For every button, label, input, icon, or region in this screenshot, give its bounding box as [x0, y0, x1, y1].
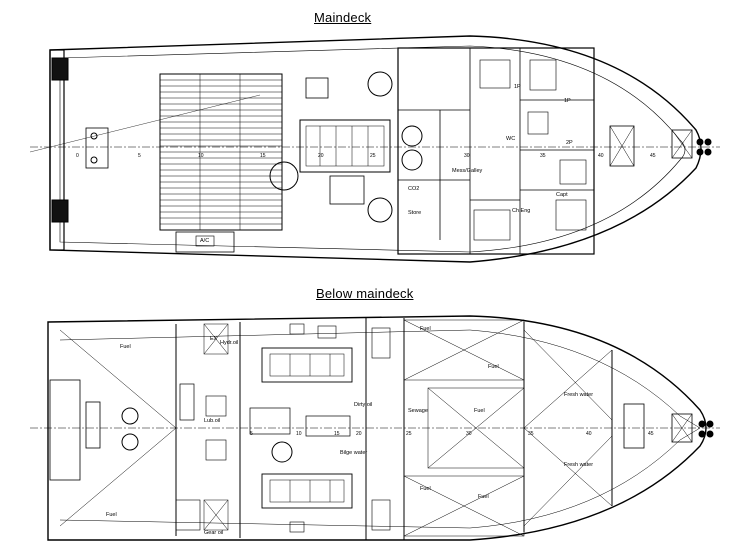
below-tick: 5 — [250, 431, 253, 437]
maindeck-label-chief-eng: Ch.Eng — [512, 208, 531, 214]
below-label-fuel: Fuel — [106, 512, 117, 518]
below-maindeck-title: Below maindeck — [316, 286, 414, 301]
below-label-fuel: Fuel — [478, 494, 489, 500]
maindeck-label-ac: A/C — [200, 238, 210, 244]
maindeck-tick: 40 — [598, 153, 604, 159]
maindeck-label-2p: 2P — [566, 140, 573, 146]
below-label-fuel: Fuel — [488, 364, 499, 370]
maindeck-tick: 35 — [540, 153, 546, 159]
below-label-fresh-water: Fresh water — [564, 392, 594, 398]
below-label-hydr-oil: Hydr.oil — [220, 340, 239, 346]
below-label-gear-oil: Gear oil — [204, 530, 224, 536]
maindeck-tick: 10 — [198, 153, 204, 159]
below-label-fuel: Fuel — [474, 408, 485, 414]
maindeck-tick: 25 — [370, 153, 376, 159]
maindeck-tick: 0 — [76, 153, 79, 159]
maindeck-label-1p-b: 1P — [564, 98, 571, 104]
below-label-fuel: Fuel — [120, 344, 131, 350]
below-tick: 35 — [528, 431, 534, 437]
below-label-fuel: Fuel — [420, 486, 431, 492]
maindeck-label-store: Store — [408, 210, 422, 216]
maindeck-label-wc: WC — [506, 136, 516, 142]
below-tick: 10 — [296, 431, 302, 437]
below-tick: 45 — [648, 431, 654, 437]
below-tick: 15 — [334, 431, 340, 437]
below-hull-outline — [47, 315, 707, 541]
maindeck-title: Maindeck — [314, 10, 372, 25]
maindeck-plan — [29, 35, 720, 263]
below-maindeck-plan — [30, 315, 720, 541]
below-tick: 30 — [466, 431, 472, 437]
maindeck-label-1p-a: 1P — [514, 84, 521, 90]
below-label-ex: EX — [210, 336, 218, 342]
below-label-fuel: Fuel — [420, 326, 431, 332]
maindeck-hull-outline — [49, 35, 702, 263]
maindeck-tick: 30 — [464, 153, 470, 159]
below-tick: 40 — [586, 431, 592, 437]
maindeck-label-capt: Capt — [556, 192, 568, 198]
maindeck-tick: 15 — [260, 153, 266, 159]
maindeck-tick: 20 — [318, 153, 324, 159]
below-label-dirty-oil: Dirty oil — [354, 402, 373, 408]
below-label-lub-oil: Lub.oil — [204, 418, 221, 424]
maindeck-tick: 45 — [650, 153, 656, 159]
below-tick: 20 — [356, 431, 362, 437]
maindeck-tick: 5 — [138, 153, 141, 159]
below-tick: 25 — [406, 431, 412, 437]
below-label-sewage: Sewage — [408, 408, 428, 414]
maindeck-label-mess: Mess/Galley — [452, 168, 483, 174]
maindeck-label-co2: CO2 — [408, 186, 420, 192]
below-label-fresh-water: Fresh water — [564, 462, 594, 468]
below-label-bilge-water: Bilge water — [340, 450, 368, 456]
